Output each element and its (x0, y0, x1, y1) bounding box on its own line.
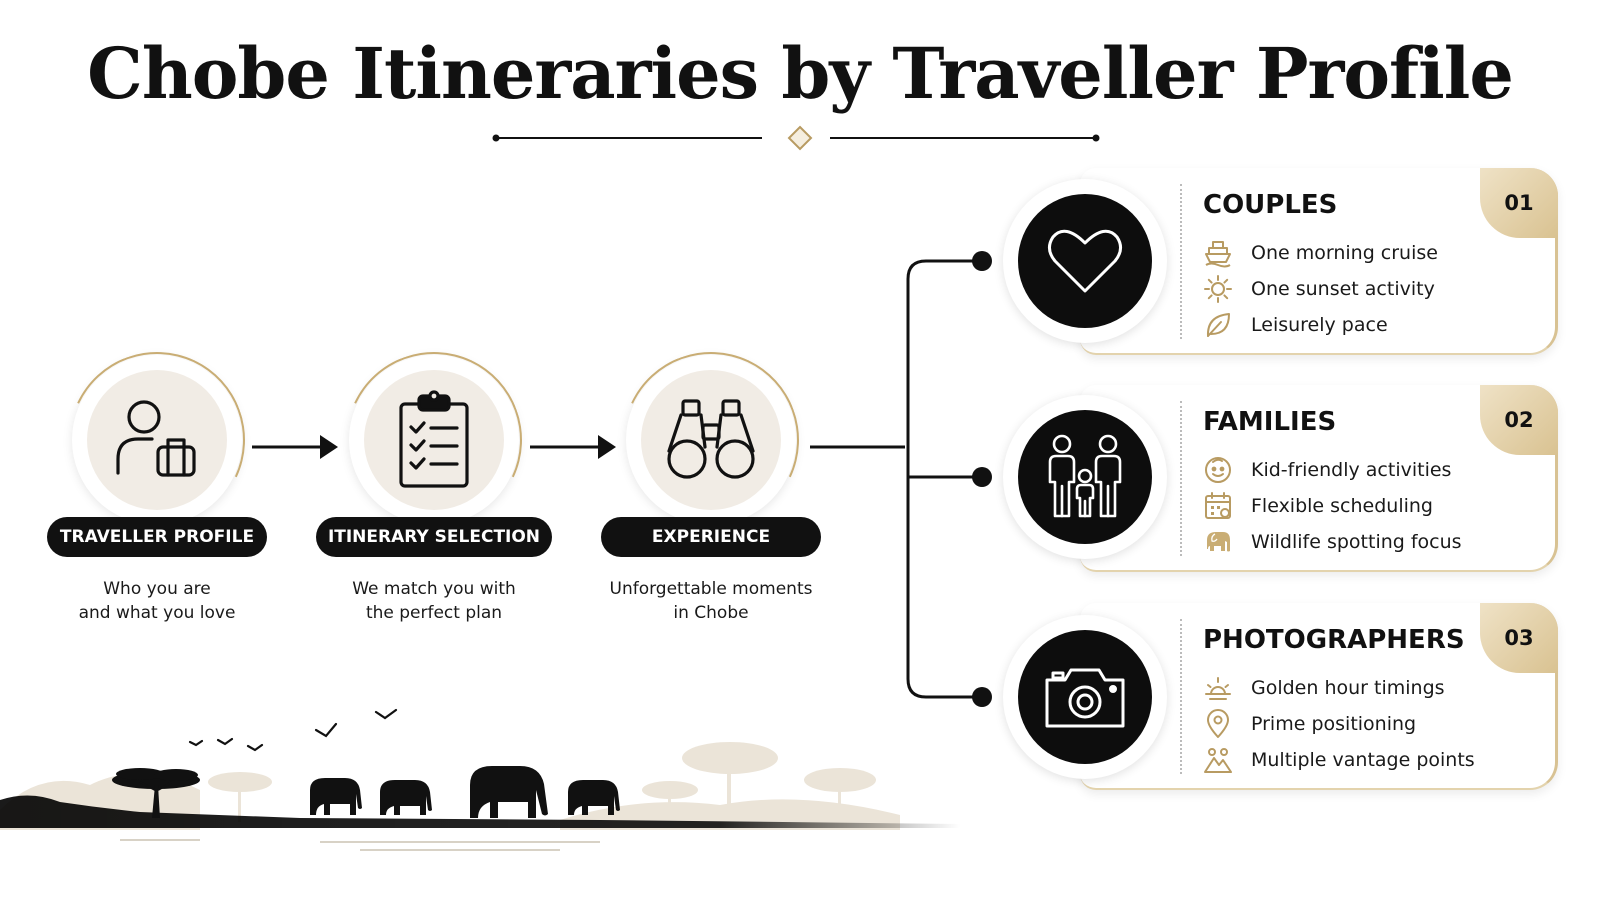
location-pin-icon (1203, 709, 1233, 739)
step-label-itinerary-selection: ITINERARY SELECTION (316, 517, 552, 557)
profile-number-badge: 01 (1480, 168, 1558, 238)
list-item: One sunset activity (1203, 274, 1435, 304)
card-divider (1180, 184, 1182, 339)
card-divider (1180, 619, 1182, 774)
profile-badge-families (1003, 395, 1167, 559)
binoculars-icon (667, 399, 755, 479)
page-title: Chobe Itineraries by Traveller Profile (87, 32, 1514, 115)
list-item: One morning cruise (1203, 238, 1438, 268)
savanna-landscape-illustration (0, 708, 960, 851)
list-item: Golden hour timings (1203, 673, 1445, 703)
profile-number-badge: 02 (1480, 385, 1558, 455)
calendar-icon (1203, 491, 1233, 521)
profile-number-badge: 03 (1480, 603, 1558, 673)
mountains-icon (1203, 745, 1233, 775)
leaf-icon (1203, 310, 1233, 340)
step-desc-experience: Unforgettable moments in Chobe (609, 579, 813, 623)
step-traveller-profile (72, 355, 242, 525)
list-item: Multiple vantage points (1203, 745, 1475, 775)
profile-title: PHOTOGRAPHERS (1203, 625, 1465, 655)
step-itinerary-selection (349, 355, 519, 525)
step-desc-traveller-profile: Who you are and what you love (78, 579, 236, 623)
list-item: Kid-friendly activities (1203, 455, 1451, 485)
list-item: Prime positioning (1203, 709, 1416, 739)
step-desc-itinerary-selection: We match you with the perfect plan (352, 579, 516, 623)
profile-badge-couples (1003, 179, 1167, 343)
profile-title: COUPLES (1203, 190, 1338, 220)
person-luggage-icon (116, 400, 196, 477)
family-icon (1048, 434, 1122, 518)
title-ornament (492, 125, 1100, 151)
list-item: Flexible scheduling (1203, 491, 1433, 521)
sunrise-icon (1203, 673, 1233, 703)
profile-badge-photographers (1003, 615, 1167, 779)
step-experience (626, 355, 796, 525)
list-item: Wildlife spotting focus (1203, 527, 1462, 557)
step-label-experience: EXPERIENCE (601, 517, 821, 557)
step-label-traveller-profile: TRAVELLER PROFILE (47, 517, 267, 557)
boat-icon (1203, 238, 1233, 268)
camera-icon (1045, 668, 1125, 728)
list-item: Leisurely pace (1203, 310, 1388, 340)
profile-title: FAMILIES (1203, 407, 1337, 437)
smiley-face-icon (1203, 455, 1233, 485)
card-divider (1180, 401, 1182, 556)
elephant-icon (1203, 527, 1233, 557)
sun-icon (1203, 274, 1233, 304)
clipboard-checklist-icon (399, 390, 469, 488)
heart-icon (1048, 229, 1122, 293)
